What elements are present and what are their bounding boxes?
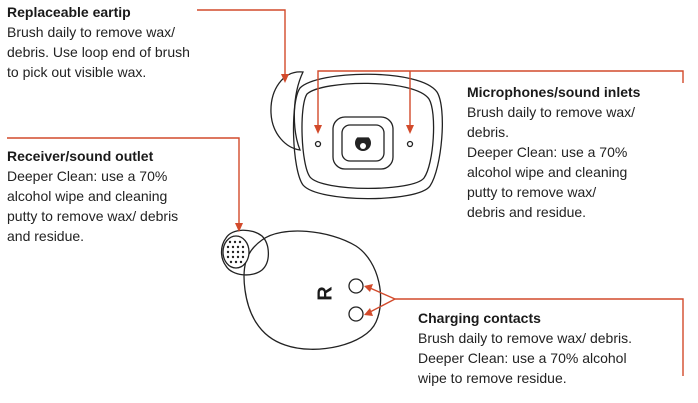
mesh-dot xyxy=(231,250,235,254)
top-earbud-inner xyxy=(301,82,435,190)
top-earbud xyxy=(270,71,443,200)
contacts-leader xyxy=(395,298,684,376)
mics-arrow-right xyxy=(406,125,414,134)
mesh-dot xyxy=(231,255,235,259)
brand-logo-icon xyxy=(355,137,371,151)
receiver-mesh xyxy=(222,235,250,269)
microphones-text-line: putty to remove wax/ xyxy=(467,184,597,200)
charging-contact-top xyxy=(348,278,364,294)
eartip-text-line: Brush daily to remove wax/ xyxy=(7,24,176,40)
microphones-text-line: Deeper Clean: use a 70% xyxy=(467,144,628,160)
mesh-dot xyxy=(241,245,245,249)
mesh-dot xyxy=(228,240,232,244)
bottom-earbud-body xyxy=(243,230,382,350)
receiver-leader xyxy=(7,137,240,226)
receiver-nozzle xyxy=(220,229,270,276)
mics-arrow-left xyxy=(314,125,322,134)
contacts-leader-top xyxy=(369,287,396,300)
receiver-text-line: and residue. xyxy=(7,228,85,244)
mesh-dot xyxy=(241,250,245,254)
eartip-callout: Replaceable eartip Brush daily to remove… xyxy=(7,2,190,82)
top-button-outer xyxy=(332,116,394,170)
mesh-dot xyxy=(229,260,233,264)
contacts-arrow-top xyxy=(364,284,373,292)
mesh-dot xyxy=(236,255,240,259)
eartip-text-line: to pick out visible wax. xyxy=(7,64,147,80)
contacts-leader-bottom xyxy=(369,298,396,313)
charging-contacts-callout: Charging contacts Brush daily to remove … xyxy=(418,308,632,388)
mesh-dot xyxy=(241,255,245,259)
microphones-callout: Microphones/sound inlets Brush daily to … xyxy=(467,82,640,222)
mics-leader xyxy=(317,70,684,128)
mesh-dot xyxy=(231,245,235,249)
mesh-dot xyxy=(226,255,230,259)
contacts-arrow-bottom xyxy=(364,308,373,316)
mic-inlet-right xyxy=(406,140,414,148)
eartip-title: Replaceable eartip xyxy=(7,4,131,20)
receiver-callout: Receiver/sound outlet Deeper Clean: use … xyxy=(7,146,178,246)
receiver-text-line: putty to remove wax/ debris xyxy=(7,208,179,224)
eartip-text-line: debris. Use loop end of brush xyxy=(7,44,190,60)
receiver-title: Receiver/sound outlet xyxy=(7,148,154,164)
top-earbud-body xyxy=(292,73,443,200)
microphones-text-line: alcohol wipe and cleaning xyxy=(467,164,628,180)
top-button-inner xyxy=(341,124,385,162)
leader-lines xyxy=(7,9,684,376)
mesh-dot xyxy=(238,240,242,244)
receiver-mesh-pattern xyxy=(226,240,245,264)
bottom-earbud xyxy=(220,229,382,350)
mesh-dot xyxy=(234,260,238,264)
logo-drop-hole xyxy=(360,143,366,149)
mesh-dot xyxy=(236,250,240,254)
charging-contacts-text-line: wipe to remove residue. xyxy=(418,370,567,386)
charging-contacts-text-line: Deeper Clean: use a 70% alcohol xyxy=(418,350,627,366)
microphones-text-line: debris. xyxy=(467,124,510,140)
eartip-leader xyxy=(197,9,286,77)
mic-inlet-left xyxy=(314,140,322,148)
leader-arrowheads xyxy=(235,74,414,316)
microphones-title: Microphones/sound inlets xyxy=(467,84,641,100)
charging-contacts-text-line: Brush daily to remove wax/ debris. xyxy=(418,330,632,346)
eartip-shape xyxy=(270,71,304,151)
mesh-dot xyxy=(239,260,243,264)
mesh-dot xyxy=(226,250,230,254)
receiver-arrow xyxy=(235,223,243,232)
receiver-text-line: Deeper Clean: use a 70% xyxy=(7,168,168,184)
mesh-dot xyxy=(226,245,230,249)
mesh-dot xyxy=(236,245,240,249)
eartip-arrow xyxy=(281,74,289,83)
charging-contacts-title: Charging contacts xyxy=(418,310,541,326)
microphones-text-line: debris and residue. xyxy=(467,204,587,220)
mesh-dot xyxy=(233,240,237,244)
right-earbud-label: R xyxy=(314,286,337,301)
microphones-text-line: Brush daily to remove wax/ xyxy=(467,104,636,120)
charging-contact-bottom xyxy=(348,306,364,322)
receiver-text-line: alcohol wipe and cleaning xyxy=(7,188,168,204)
